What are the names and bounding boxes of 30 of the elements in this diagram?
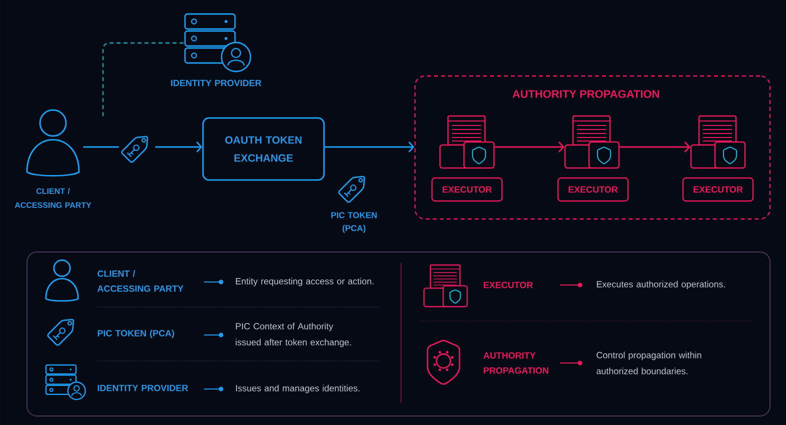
description-text: Issues and manages identities.	[236, 384, 360, 394]
arrow	[324, 142, 414, 152]
label-box: EXECUTOR	[431, 177, 503, 202]
server-icon	[184, 13, 252, 72]
executor-icon	[564, 115, 620, 169]
description-text: Control propagation within authorized boundaries.	[596, 352, 702, 374]
arrow	[620, 142, 690, 152]
legend-label: AUTHORITY PROPAGATION	[483, 352, 548, 374]
description-text: PIC Context of Authority issued after token exchange.	[236, 322, 351, 348]
person-icon	[26, 109, 80, 176]
description-text: Executes authorized operations.	[596, 280, 725, 290]
label-box: EXECUTOR	[682, 177, 754, 202]
dashed-line	[102, 42, 184, 118]
legend-label: PIC TOKEN (PCA)	[98, 330, 174, 338]
tag-icon	[338, 176, 366, 203]
executor-icon	[439, 115, 495, 169]
node-label: IDENTITY PROVIDER	[171, 80, 262, 86]
legend-label: IDENTITY PROVIDER	[98, 384, 188, 392]
connector-line	[83, 146, 119, 148]
legend-label: EXECUTOR	[484, 282, 533, 288]
process-box: OAUTH TOKEN EXCHANGE	[202, 117, 325, 181]
executor-icon	[690, 115, 746, 169]
legend-label: CLIENT / ACCESSING PARTY	[97, 270, 184, 292]
tag-icon	[121, 136, 148, 163]
label-box: EXECUTOR	[557, 177, 629, 202]
arrow	[494, 142, 564, 152]
description-text: Entity requesting access or action.	[236, 278, 374, 286]
node-label: PIC TOKEN (PCA)	[331, 212, 377, 233]
arrow	[155, 142, 202, 152]
node-label: CLIENT / ACCESSING PARTY	[14, 188, 92, 208]
